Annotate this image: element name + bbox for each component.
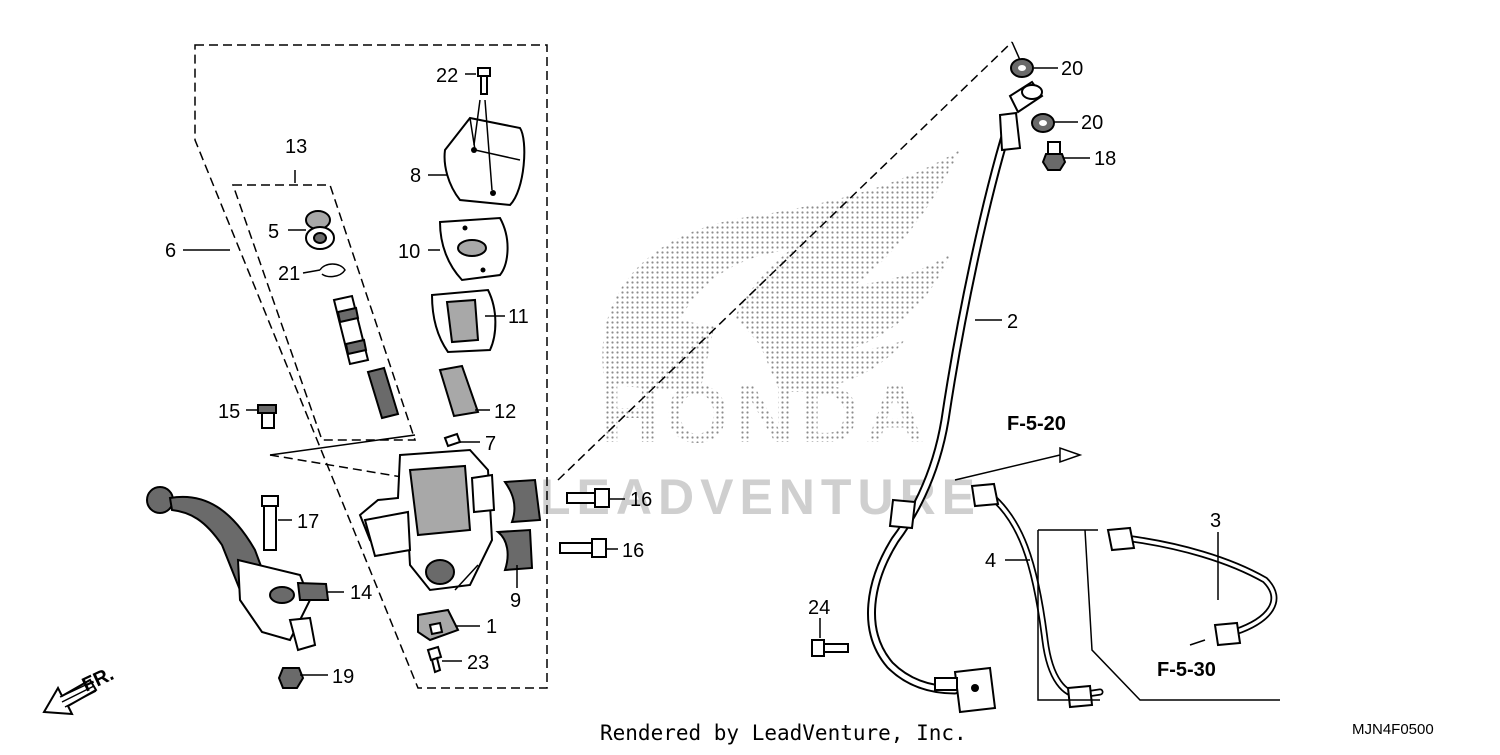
callout-18: 18	[1094, 148, 1116, 170]
callout-20-upper: 20	[1061, 58, 1083, 80]
callout-20-lower: 20	[1081, 112, 1103, 134]
brake-lever-14	[146, 486, 330, 652]
reference-f-5-30[interactable]: F-5-30	[1157, 659, 1216, 681]
bolt-16-upper	[566, 488, 610, 508]
leader-hose-top	[557, 41, 1013, 481]
joint-block	[934, 666, 997, 714]
screw-7	[443, 432, 462, 448]
master-cylinder-body	[358, 448, 496, 592]
callout-15: 15	[218, 401, 240, 423]
washer-20-upper	[1010, 58, 1034, 78]
callout-11: 11	[508, 306, 529, 328]
callout-16-upper: 16	[630, 489, 652, 511]
diagram-code: MJN4F0500	[1352, 721, 1434, 738]
callout-24: 24	[808, 597, 830, 619]
callout-5: 5	[268, 221, 279, 243]
brake-switch-1	[417, 608, 460, 642]
footer-credit: Rendered by LeadVenture, Inc.	[600, 721, 967, 745]
screw-22	[477, 67, 491, 95]
callout-9: 9	[510, 590, 521, 612]
spring	[366, 366, 400, 420]
bolt-24	[811, 639, 849, 657]
front-direction-arrow-icon	[42, 678, 98, 716]
callout-14: 14	[350, 582, 372, 604]
callout-1: 1	[486, 616, 497, 638]
brake-pipe-3	[1106, 526, 1278, 647]
callout-13: 13	[285, 136, 307, 158]
callout-3: 3	[1210, 510, 1221, 532]
callout-12: 12	[494, 401, 516, 423]
callout-19: 19	[332, 666, 354, 688]
reference-f-5-20[interactable]: F-5-20	[1007, 413, 1066, 435]
honda-wing-watermark-icon	[602, 150, 960, 392]
bolt-18	[1041, 141, 1067, 171]
callout-6: 6	[165, 240, 176, 262]
assembly-outline-13	[231, 184, 417, 441]
washer-20-lower	[1031, 113, 1055, 133]
float-12	[438, 364, 480, 418]
bolt-16-lower	[559, 538, 607, 558]
piston-assembly	[332, 294, 370, 366]
callout-8: 8	[410, 165, 421, 187]
callout-21: 21	[278, 263, 300, 285]
callout-16-lower: 16	[622, 540, 644, 562]
callout-2: 2	[1007, 311, 1018, 333]
diaphragm-11	[430, 288, 497, 354]
holder-9	[454, 478, 542, 591]
callout-22: 22	[436, 65, 458, 87]
screw-23	[426, 645, 443, 674]
reservoir-cap-8	[443, 99, 526, 207]
circlip-21	[319, 263, 346, 278]
nut-19	[277, 667, 305, 689]
honda-watermark-text: HONDA	[600, 369, 931, 460]
brake-hose-2	[867, 80, 1044, 695]
callout-4: 4	[985, 550, 996, 572]
callout-23: 23	[467, 652, 489, 674]
leader-15	[269, 434, 416, 456]
callout-7: 7	[485, 433, 496, 455]
callout-17: 17	[297, 511, 319, 533]
brake-pipe-4	[970, 482, 1104, 709]
cap-15	[257, 404, 277, 429]
diaphragm-plate-10	[438, 216, 509, 282]
pivot-bolt-17	[261, 495, 279, 551]
callout-10: 10	[398, 241, 420, 263]
boot-5	[305, 210, 335, 250]
